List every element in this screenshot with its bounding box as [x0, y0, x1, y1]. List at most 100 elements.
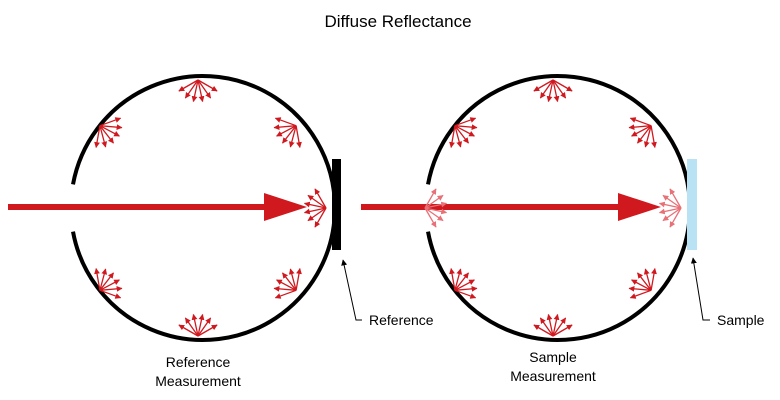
scatter-fan — [273, 268, 302, 299]
scatter-arrow — [314, 188, 327, 209]
scatter-arrows-reference — [94, 79, 327, 337]
scatter-arrow — [533, 79, 554, 92]
sample-plate — [687, 159, 697, 250]
scatter-arrow — [99, 279, 120, 291]
scatter-arrow — [658, 201, 682, 209]
scatter-arrow — [295, 125, 302, 148]
incident-beam — [8, 193, 307, 221]
scatter-arrow — [454, 289, 477, 299]
scatter-arrow — [662, 194, 682, 209]
scatter-arrow — [197, 324, 218, 337]
scatter-fan — [178, 313, 218, 337]
scatter-arrow — [99, 289, 122, 299]
reference-measurement-diagram: Reference Reference Measurement — [8, 74, 434, 389]
scatter-arrow — [197, 313, 205, 337]
scatter-arrow — [191, 313, 199, 337]
scatter-arrow — [454, 125, 463, 148]
scatter-arrow — [454, 285, 478, 292]
scatter-arrow — [449, 268, 456, 291]
scatter-arrow — [552, 79, 560, 103]
scatter-arrow — [99, 124, 123, 131]
scatter-arrow — [424, 201, 448, 209]
scatter-arrow — [454, 125, 475, 137]
scatter-arrow — [449, 125, 456, 148]
scatter-arrow — [99, 125, 120, 137]
scatter-arrow — [197, 79, 205, 103]
scatter-arrow — [658, 207, 682, 215]
scatter-arrow — [643, 125, 652, 148]
scatter-arrow — [274, 117, 297, 127]
scatter-arrow — [650, 125, 657, 148]
scatter-arrow — [295, 268, 302, 291]
scatter-fan — [449, 268, 478, 299]
scatter-fan — [273, 117, 302, 148]
callout-label-sample: Sample — [717, 312, 765, 328]
scatter-arrow — [288, 125, 297, 148]
scatter-arrow — [273, 285, 297, 292]
scatter-fan — [658, 188, 682, 228]
scatter-arrow — [454, 268, 463, 291]
scatter-arrow — [191, 79, 199, 103]
scatter-arrow — [314, 207, 327, 228]
scatter-arrow — [303, 207, 327, 215]
scatter-arrow — [197, 317, 212, 337]
scatter-fan — [424, 188, 448, 228]
scatter-arrow — [454, 124, 478, 131]
scatter-arrow — [546, 79, 554, 103]
scatter-arrow — [94, 268, 101, 291]
scatter-fan — [178, 79, 218, 103]
scatter-arrow — [424, 194, 444, 209]
scatter-fan — [628, 117, 657, 148]
scatter-fan — [303, 188, 327, 228]
scatter-arrow — [539, 317, 554, 337]
callout-reference: Reference — [341, 259, 434, 328]
scatter-arrow — [184, 317, 199, 337]
scatter-arrow — [288, 268, 297, 291]
scatter-arrow — [662, 207, 682, 222]
scatter-arrow — [539, 79, 554, 99]
scatter-arrow — [552, 324, 573, 337]
scatter-arrow — [276, 125, 297, 137]
scatter-arrow — [629, 117, 652, 127]
scatter-arrow — [454, 279, 475, 291]
scatter-arrow — [636, 272, 652, 291]
scatter-arrow — [99, 125, 115, 144]
scatter-arrow — [281, 125, 297, 144]
scatter-arrow — [631, 279, 652, 291]
scatter-arrow — [274, 289, 297, 299]
callout-leader — [341, 259, 362, 321]
scatter-arrow — [424, 207, 444, 222]
scatter-arrow — [184, 79, 199, 99]
scatter-arrow — [281, 272, 297, 291]
scatter-arrow — [99, 285, 123, 292]
scatter-fan — [449, 117, 478, 148]
scatter-arrow — [273, 124, 297, 131]
diagram-title: Diffuse Reflectance — [324, 12, 471, 31]
scatter-arrow — [276, 279, 297, 291]
scatter-arrow — [424, 207, 437, 228]
scatter-arrow — [636, 125, 652, 144]
scatter-arrow — [629, 289, 652, 299]
scatter-arrow — [650, 268, 657, 291]
scatter-arrow — [669, 188, 682, 209]
caption-sample-line1: Sample — [529, 349, 577, 365]
callout-sample: Sample — [690, 257, 765, 328]
scatter-arrow — [546, 313, 554, 337]
caption-sample-line2: Measurement — [510, 368, 596, 384]
scatter-arrow — [454, 117, 477, 127]
caption-reference-line1: Reference — [166, 354, 231, 370]
scatter-fan — [533, 79, 573, 103]
incident-beam — [361, 193, 661, 221]
sample-measurement-diagram: Sample Sample Measurement — [361, 74, 765, 384]
scatter-arrow — [99, 268, 108, 291]
scatter-arrow — [552, 79, 573, 92]
scatter-arrow — [669, 207, 682, 228]
scatter-arrow — [307, 194, 327, 209]
scatter-arrow — [94, 125, 101, 148]
scatter-arrow — [533, 324, 554, 337]
scatter-arrow — [454, 272, 470, 291]
scatter-fan — [533, 313, 573, 337]
scatter-arrow — [99, 272, 115, 291]
callout-label-reference: Reference — [369, 312, 434, 328]
scatter-arrow — [99, 117, 122, 127]
